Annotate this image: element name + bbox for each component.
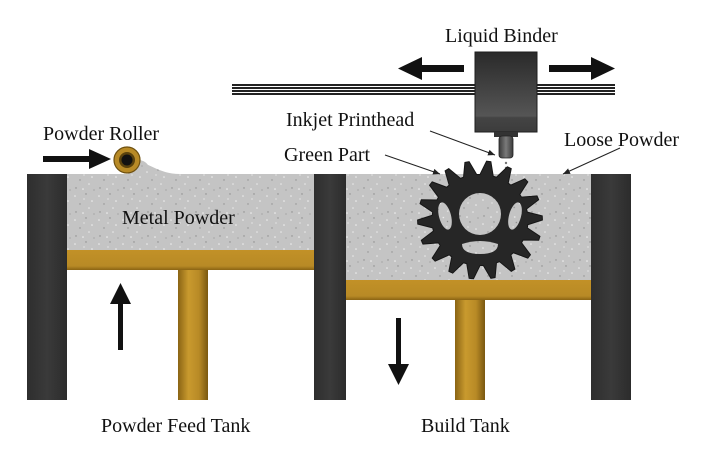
green-part-leader-line	[384, 154, 441, 175]
label-green-part: Green Part	[284, 144, 371, 166]
label-build-tank: Build Tank	[421, 415, 510, 437]
label-powder-feed-tank: Powder Feed Tank	[101, 415, 250, 437]
printhead-leader-line	[429, 130, 496, 156]
build-tank-right-wall	[591, 174, 631, 400]
printhead-right-arrow	[549, 57, 615, 80]
printhead-rails	[232, 84, 615, 95]
feed-piston-up-arrow	[110, 283, 131, 350]
roller-direction-arrow	[43, 149, 111, 169]
green-part-sprocket	[417, 160, 543, 280]
label-loose-powder: Loose Powder	[564, 129, 679, 151]
build-piston-down-arrow	[388, 318, 409, 385]
label-inkjet-printhead: Inkjet Printhead	[286, 109, 414, 131]
loose-powder-leader-line	[562, 147, 621, 175]
inkjet-printhead	[474, 51, 538, 175]
label-metal-powder: Metal Powder	[122, 207, 235, 229]
feed-tank-left-wall	[27, 174, 67, 400]
tank-divider-wall	[314, 174, 346, 400]
feed-tank-powder	[67, 174, 314, 250]
feed-tank-piston	[67, 250, 314, 400]
powder-roller	[113, 146, 141, 174]
build-tank-piston	[346, 280, 591, 400]
label-liquid-binder: Liquid Binder	[445, 25, 558, 47]
label-powder-roller: Powder Roller	[43, 123, 159, 145]
printhead-left-arrow	[398, 57, 464, 80]
roller-powder-heap	[130, 160, 180, 174]
